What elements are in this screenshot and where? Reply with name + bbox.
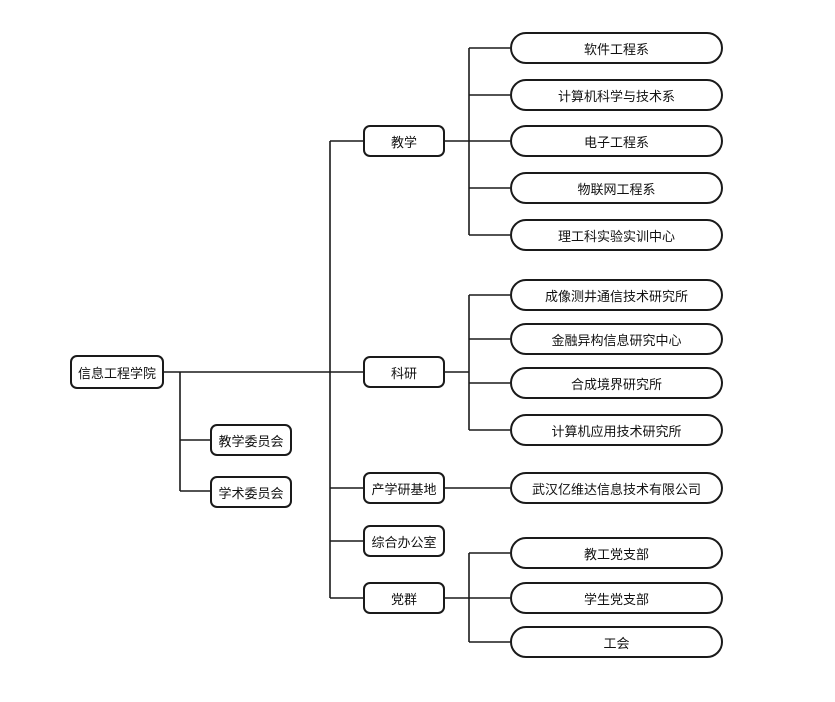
party-unit-node: 教工党支部 xyxy=(510,537,723,569)
dept-node: 物联网工程系 xyxy=(510,172,723,204)
division-node-general-office: 综合办公室 xyxy=(363,525,445,557)
division-node-industry-base: 产学研基地 xyxy=(363,472,445,504)
dept-node: 软件工程系 xyxy=(510,32,723,64)
party-unit-node: 工会 xyxy=(510,626,723,658)
division-node-teaching: 教学 xyxy=(363,125,445,157)
dept-node: 理工科实验实训中心 xyxy=(510,219,723,251)
root-node: 信息工程学院 xyxy=(70,355,164,389)
institute-node: 金融异构信息研究中心 xyxy=(510,323,723,355)
institute-node: 计算机应用技术研究所 xyxy=(510,414,723,446)
dept-node: 计算机科学与技术系 xyxy=(510,79,723,111)
company-node: 武汉亿维达信息技术有限公司 xyxy=(510,472,723,504)
division-node-research: 科研 xyxy=(363,356,445,388)
division-node-party: 党群 xyxy=(363,582,445,614)
dept-node: 电子工程系 xyxy=(510,125,723,157)
committee-node-academic: 学术委员会 xyxy=(210,476,292,508)
committee-node-teaching: 教学委员会 xyxy=(210,424,292,456)
party-unit-node: 学生党支部 xyxy=(510,582,723,614)
institute-node: 成像测井通信技术研究所 xyxy=(510,279,723,311)
institute-node: 合成境界研究所 xyxy=(510,367,723,399)
